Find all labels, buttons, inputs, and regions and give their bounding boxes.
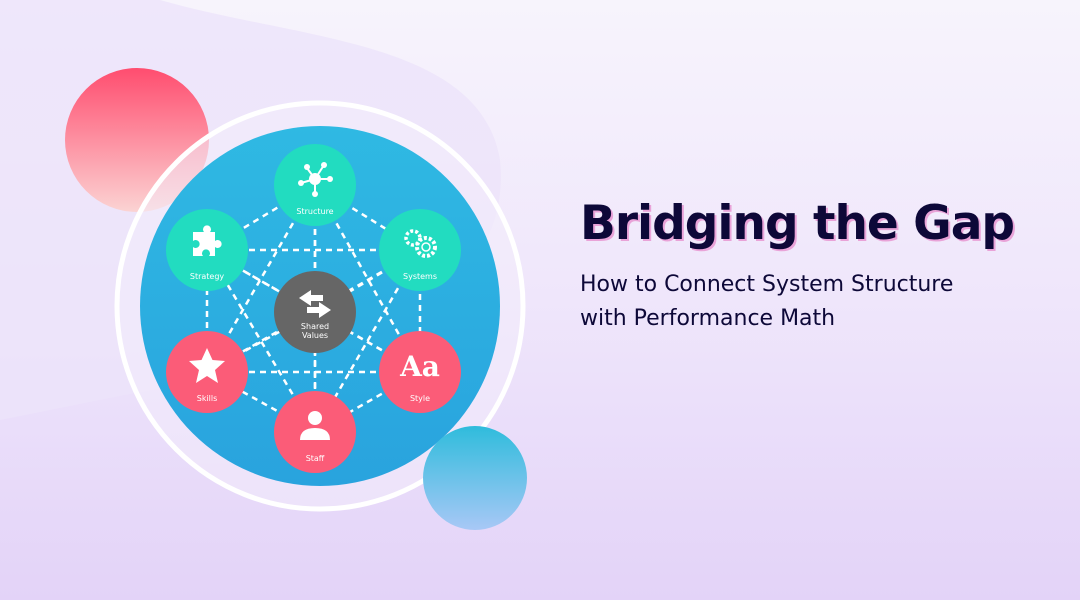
subtitle-line-2: with Performance Math: [580, 306, 836, 331]
node-label: Staff: [306, 454, 325, 463]
subtitle-line-1: How to Connect System Structure: [580, 272, 954, 297]
network-icon: [298, 162, 333, 197]
node-strategy: Strategy: [166, 209, 248, 291]
svg-text:Aa: Aa: [399, 350, 440, 383]
star-icon: [189, 348, 225, 383]
node-circle: [379, 331, 461, 413]
node-structure: Structure: [274, 144, 356, 226]
blue-decor-circle: [423, 426, 527, 530]
node-label: Structure: [296, 207, 333, 216]
gears-icon: [404, 229, 437, 258]
node-staff: Staff: [274, 391, 356, 473]
page-title: Bridging the Gap: [580, 196, 1015, 251]
node-label: Style: [410, 394, 430, 403]
node-skills: Skills: [166, 331, 248, 413]
node-label: Skills: [197, 394, 218, 403]
subtitle: How to Connect System Structure with Per…: [580, 268, 1050, 336]
node-label: Strategy: [190, 272, 225, 281]
puzzle-icon: [193, 225, 222, 256]
person-icon: [300, 411, 330, 440]
node-systems: Systems: [379, 209, 461, 291]
node-circle: [379, 209, 461, 291]
exchange-arrows-icon: [299, 290, 331, 318]
node-circle: [166, 209, 248, 291]
typography-icon: Aa: [399, 350, 440, 383]
center-label-line-2: Values: [302, 331, 328, 340]
center-label-line-1: Shared: [301, 322, 329, 331]
node-label: Systems: [403, 272, 437, 281]
